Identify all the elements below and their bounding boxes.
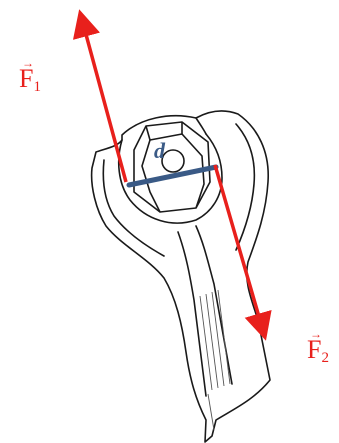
vector-arrow-f1: → — [22, 56, 34, 70]
distance-line — [126, 164, 219, 188]
force-label-f2: → F2 — [307, 328, 329, 366]
force-arrow-f2 — [213, 164, 272, 341]
vector-arrow-f2: → — [310, 327, 322, 341]
distance-label: d — [154, 138, 165, 163]
force-letter-f2: F — [307, 335, 322, 364]
force-label-f1: → F1 — [19, 57, 41, 95]
force-arrow-f1 — [72, 9, 128, 183]
force-subscript-f2: 2 — [321, 350, 329, 366]
hex-nut-icon — [133, 121, 211, 213]
force-letter-f1: F — [19, 64, 34, 93]
force-subscript-f1: 1 — [33, 79, 41, 95]
wrench-icon — [90, 110, 271, 443]
handle-hatching — [199, 289, 231, 431]
